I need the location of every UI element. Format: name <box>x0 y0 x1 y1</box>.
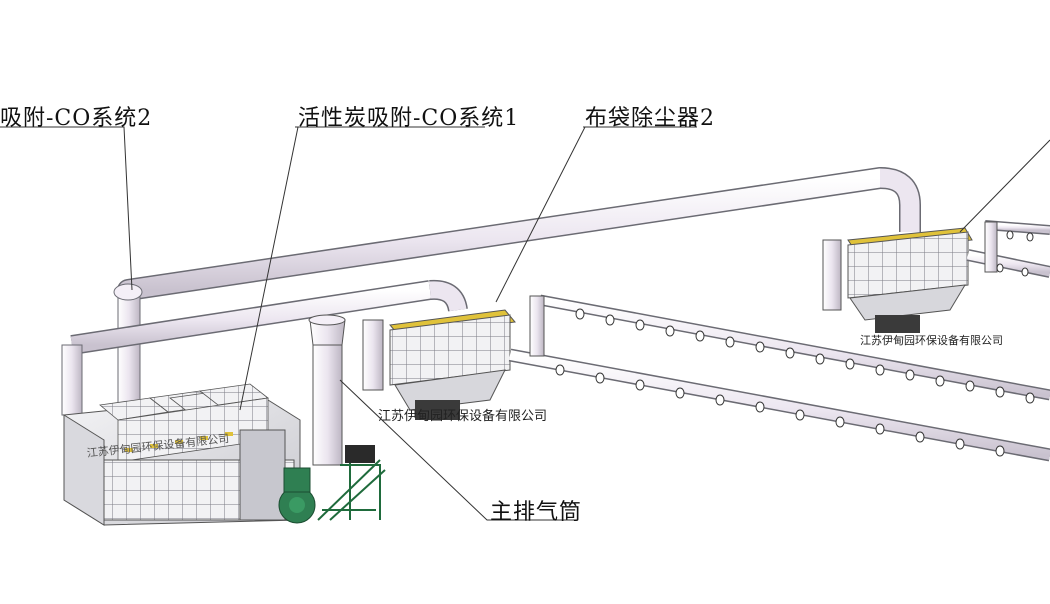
adsorption-co-unit <box>63 383 301 526</box>
label-co-system-2: 吸附-CO系统2 <box>0 106 153 131</box>
label-bag-filter-2: 布袋除尘器2 <box>585 106 715 131</box>
bag-filter-right-unit <box>822 227 973 333</box>
branch-pipes <box>508 220 1050 462</box>
label-main-stack: 主排气筒 <box>490 500 583 525</box>
bag-filter-2-unit <box>362 309 516 420</box>
lower-header-pipe <box>61 279 468 416</box>
upper-header-pipe <box>113 167 921 413</box>
main-exhaust-stack <box>308 314 346 466</box>
fan-and-stairs <box>278 445 386 524</box>
leader-lines <box>0 126 1050 521</box>
watermark-company-right: 江苏伊甸园环保设备有限公司 <box>860 334 1003 347</box>
watermark-company-center: 江苏伊甸园环保设备有限公司 <box>378 409 548 424</box>
label-co-system-1: 活性炭吸附-CO系统1 <box>298 106 520 131</box>
